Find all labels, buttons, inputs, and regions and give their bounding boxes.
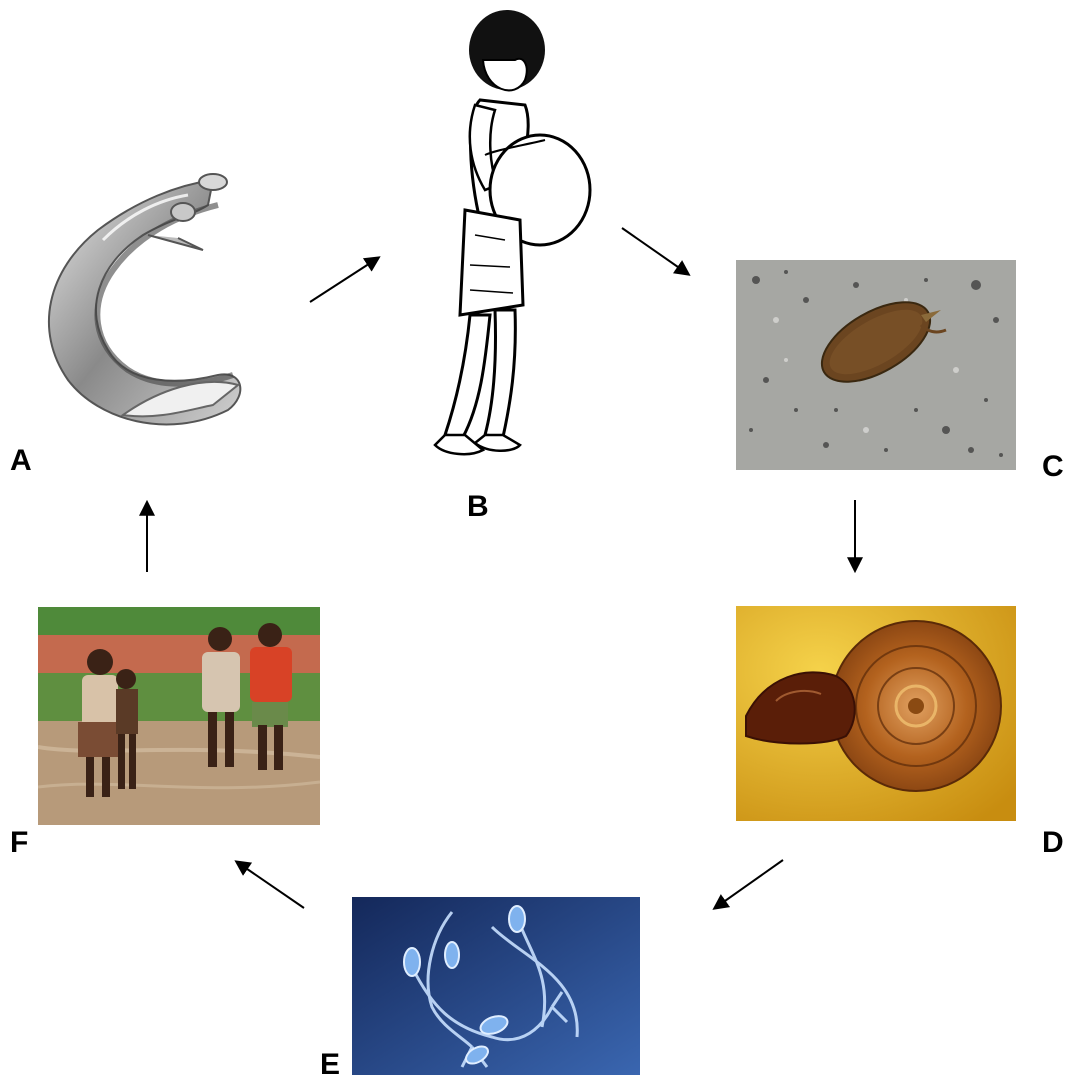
stage-label-d: D [1042, 828, 1064, 858]
arrow-e-to-f [237, 862, 304, 908]
stage-label-f: F [10, 828, 28, 858]
arrow-a-to-b [310, 258, 378, 302]
arrow-d-to-e [715, 860, 783, 908]
stage-label-e: E [320, 1050, 340, 1080]
stage-c-egg-image [736, 260, 1016, 470]
stage-label-b: B [467, 492, 489, 522]
stage-e-cercariae-image [352, 897, 640, 1075]
stage-b-child-image [425, 5, 595, 470]
stage-label-a: A [10, 446, 32, 476]
stage-d-snail-image [736, 606, 1016, 821]
arrow-b-to-c [622, 228, 688, 274]
stage-f-children-image [38, 607, 320, 825]
stage-a-worms-image [28, 160, 258, 450]
stage-label-c: C [1042, 452, 1064, 482]
